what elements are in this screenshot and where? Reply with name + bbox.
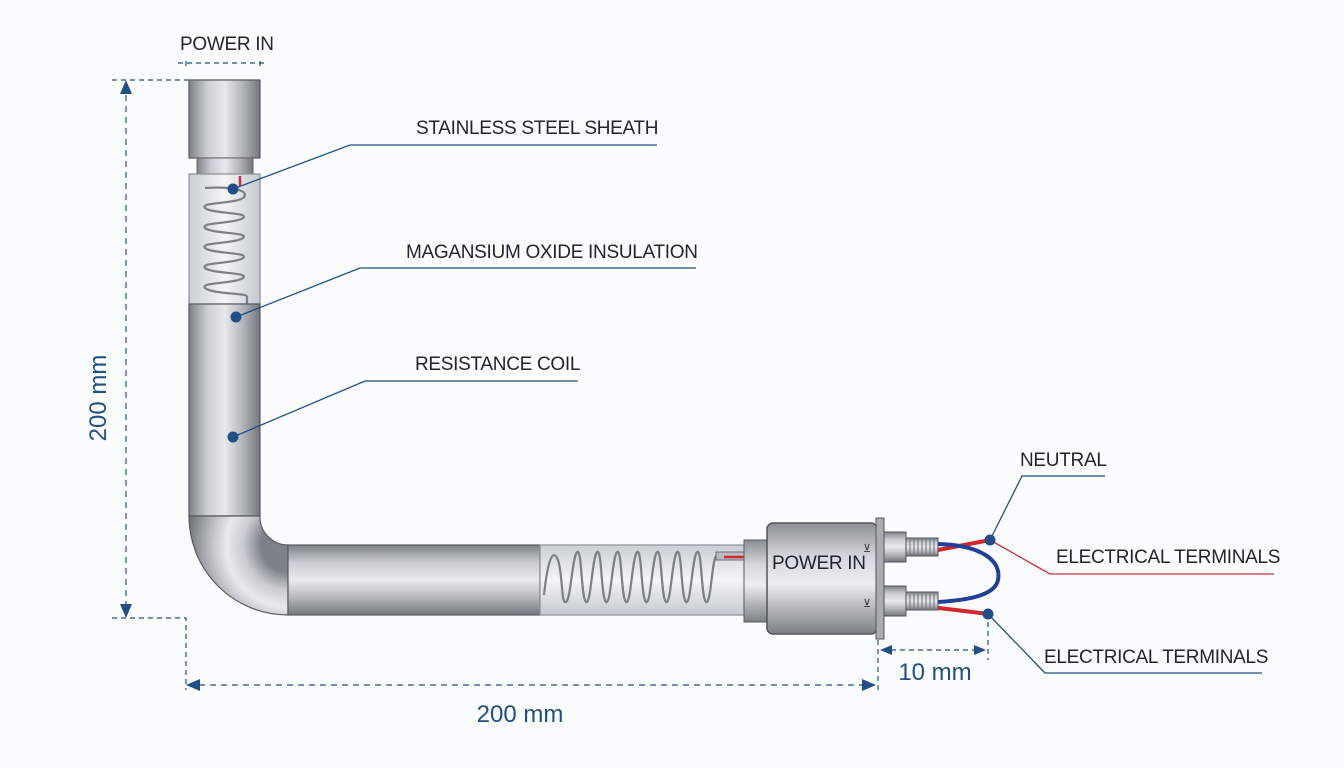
upper-terminal-nut [883,531,907,563]
label-electrical-terminals-lower: ELECTRICAL TERMINALS [1044,647,1268,668]
pipe-elbow [188,515,289,616]
horizontal-pipe [287,544,751,616]
dim-horizontal-length: 200 mm [477,701,564,728]
terminal-mark-upper: ⊻ [863,543,871,555]
dot-magnesium-oxide [230,311,242,323]
lower-red-wire [937,606,989,616]
label-power-in-top: POWER IN [180,34,274,55]
dim-vertical-length: 200 mm [85,355,112,442]
blue-neutral-wire [937,542,1001,604]
dot-neutral [984,534,996,546]
arrow-horizontal-left [186,679,200,691]
arrow-terminal-left [880,645,892,655]
label-power-in-terminal-box: POWER IN [772,553,866,574]
terminal-wires [937,538,1001,616]
dimension-arrows [120,80,986,691]
lower-terminal-nut [883,585,907,617]
label-stainless-steel-sheath: STAINLESS STEEL SHEATH [416,118,658,139]
resistance-coil-horizontal [542,550,718,604]
leader-magnesium-oxide [235,267,696,318]
dimension-lines [112,60,989,690]
dot-electrical-terminals-lower [982,608,994,620]
vertical-dim-bottom-ext [112,617,187,690]
leader-stainless-steel-sheath [232,144,657,190]
leader-neutral [989,475,1105,541]
sheath-horizontal [287,544,541,616]
terminal-box: ⊻ ⊻ [743,517,939,640]
terminal-housing [766,522,878,635]
dot-resistance-coil [227,431,239,443]
arrow-terminal-right [974,645,986,655]
leader-resistance-coil [232,380,578,438]
arrow-vertical-top [120,80,132,94]
leader-electrical-terminals-lower [987,613,1262,674]
sheath-top-cap [188,79,261,159]
terminal-mark-lower: ⊻ [863,598,871,610]
sheath-lower-vertical [188,303,261,517]
housing-flange [875,517,885,640]
resistance-coil-vertical [203,186,248,298]
cutaway-section-vertical [188,173,261,305]
label-resistance-coil: RESISTANCE COIL [415,354,580,375]
leader-lines [227,144,1274,674]
dim-terminal-length: 10 mm [898,659,971,686]
sheath-collar [196,157,254,175]
dot-stainless-steel-sheath [227,183,239,195]
arrow-horizontal-right [862,679,876,691]
lower-thread-lines [909,592,935,610]
label-electrical-terminals-upper: ELECTRICAL TERMINALS [1056,547,1280,568]
upper-thread-lines [909,538,935,556]
leader-electrical-terminals-upper [989,539,1274,575]
power-in-width-dim [178,60,268,66]
label-magnesium-oxide-insulation: MAGANSIUM OXIDE INSULATION [406,242,698,263]
box-neck [743,539,769,623]
vertical-pipe [188,79,261,517]
arrow-vertical-bottom [120,604,132,618]
label-neutral: NEUTRAL [1020,450,1107,471]
